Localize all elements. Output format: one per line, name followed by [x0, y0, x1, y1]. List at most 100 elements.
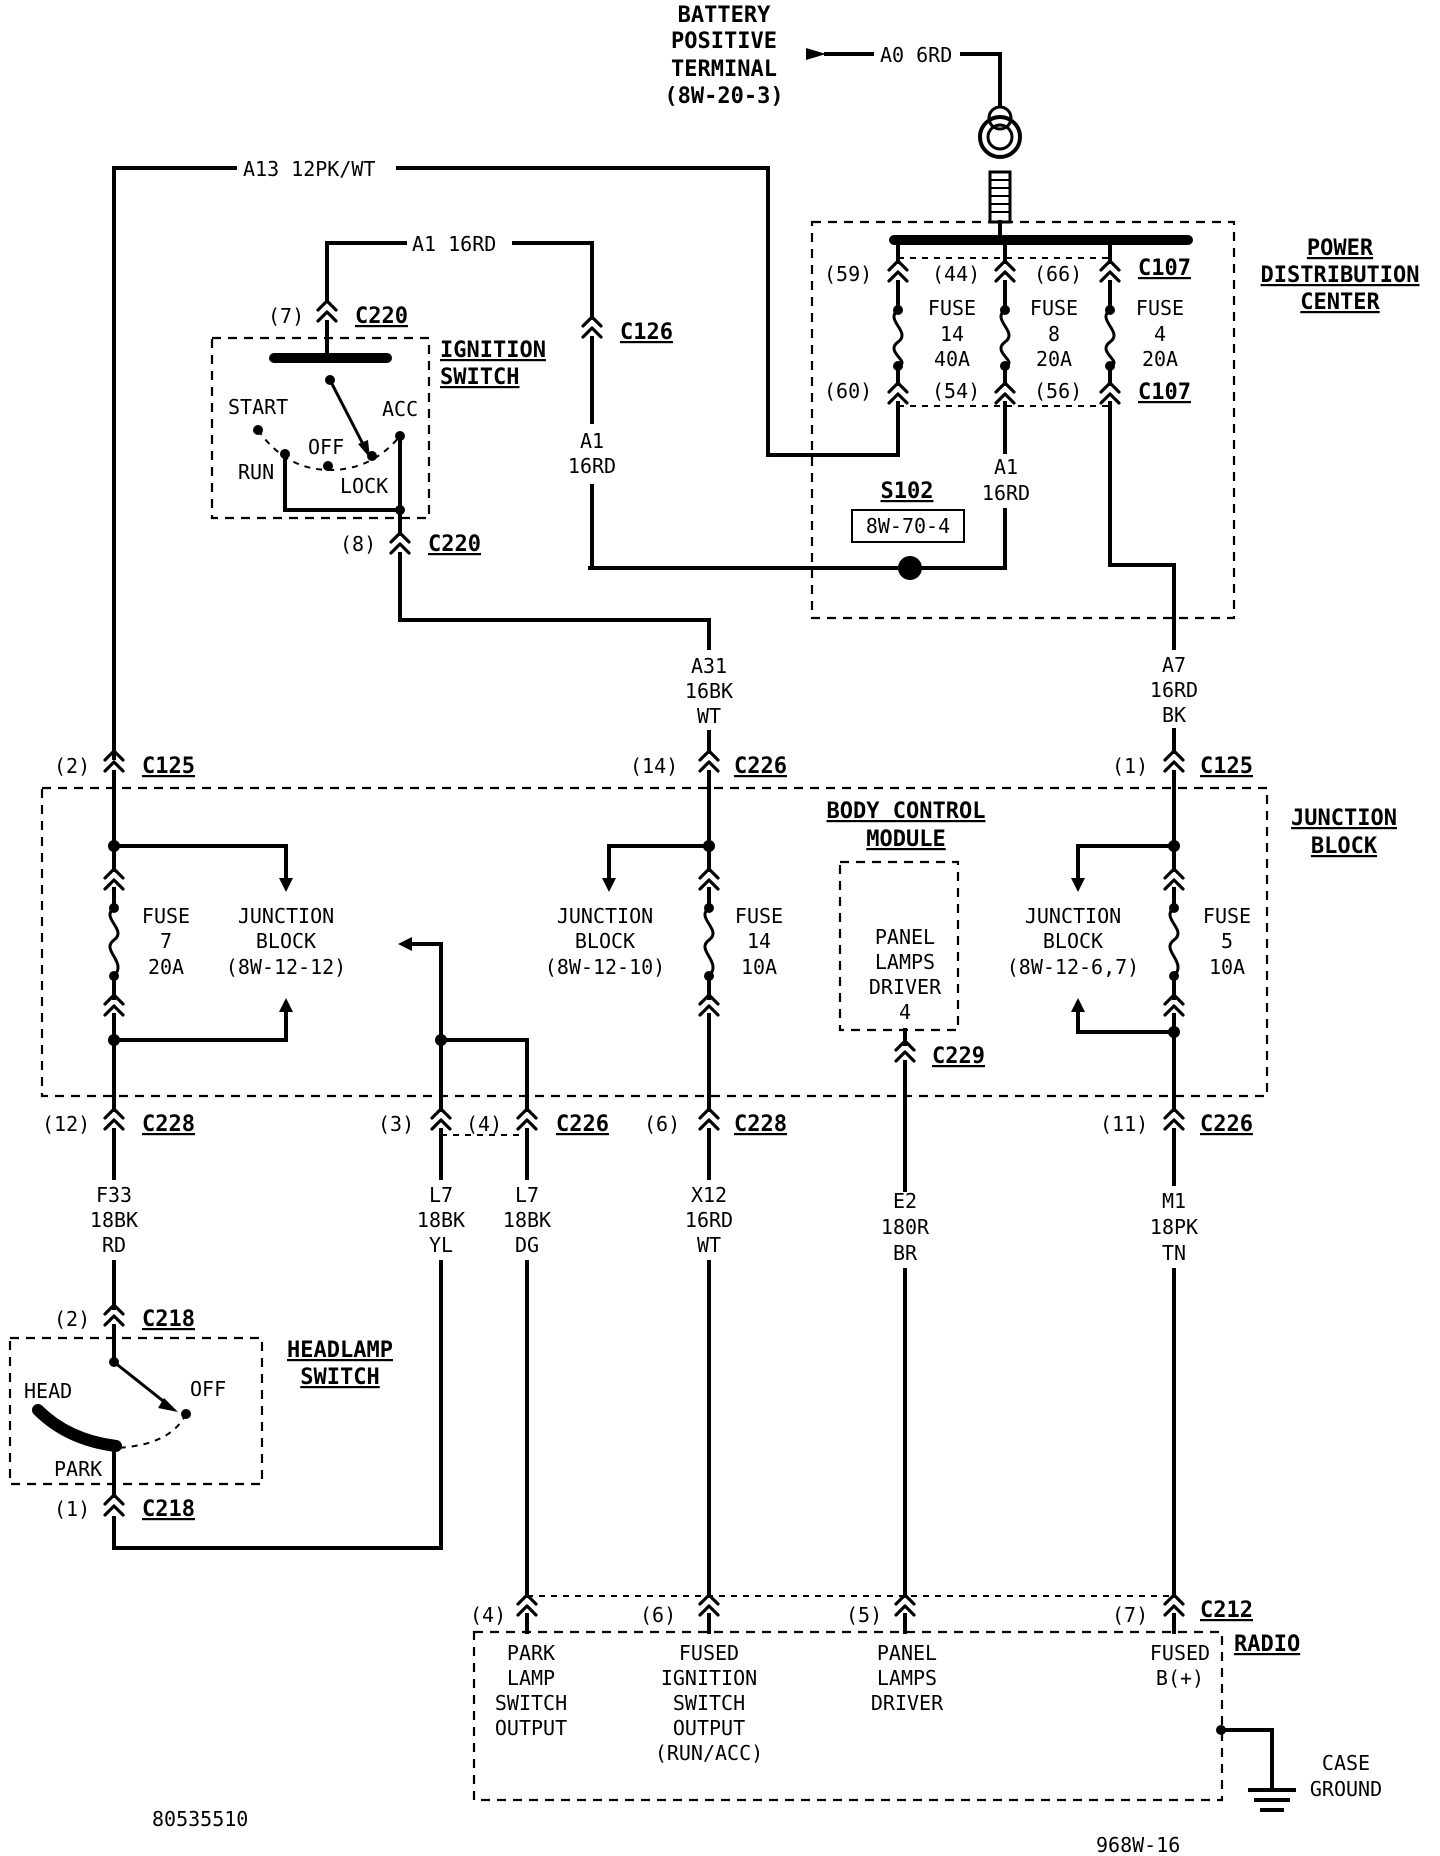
c226-mid-pin: (14)	[630, 754, 678, 778]
ignition-pos-run: RUN	[238, 460, 274, 484]
c126-label: C126	[620, 320, 673, 345]
c125-right-label: C125	[1200, 754, 1253, 779]
case-ground-line1: CASE	[1322, 1751, 1370, 1775]
radio-pin6-line3: SWITCH	[673, 1691, 745, 1715]
c228-mid-label: C228	[734, 1112, 787, 1137]
wire-l7dg-1: L7	[515, 1183, 539, 1207]
jb-l7-split	[398, 937, 529, 1112]
wire-a31-1: A31	[691, 654, 727, 678]
jb-ref1-line2: BLOCK	[256, 929, 316, 953]
wire-e2-1: E2	[893, 1189, 917, 1213]
jb-fuse7-label-3: 20A	[148, 955, 184, 979]
c226-right-label: C226	[1200, 1112, 1253, 1137]
pdc-title-line3: CENTER	[1300, 290, 1380, 315]
jb-ref2-line3: (8W-12-10)	[545, 955, 665, 979]
wire-l7yl-1: L7	[429, 1183, 453, 1207]
c220-bottom-label: C220	[428, 532, 481, 557]
power-distribution-center: POWER DISTRIBUTION CENTER (59) (60) FUSE…	[588, 220, 1420, 620]
pdc-title-line1: POWER	[1307, 236, 1374, 261]
wire-a13: A13 12PK/WT	[243, 157, 375, 181]
c226-mid-label: C226	[734, 754, 787, 779]
ignition-title-line1: IGNITION	[440, 338, 546, 363]
jb-ref3-line2: BLOCK	[1043, 929, 1103, 953]
radio-pin7-line2: B(+)	[1156, 1666, 1204, 1690]
footer-right-code: 968W-16	[1096, 1833, 1180, 1856]
bcm-driver-line2: LAMPS	[875, 950, 935, 974]
wire-a1-top: A1 16RD	[412, 232, 496, 256]
jb-fuse14-label-3: 10A	[741, 955, 777, 979]
jb-fuse7-label-1: FUSE	[142, 904, 190, 928]
pdc-pin-60: (60)	[824, 379, 872, 403]
ignition-pos-start: START	[228, 395, 288, 419]
c228-left-label: C228	[142, 1112, 195, 1137]
jb-fuse7-label-2: 7	[160, 929, 172, 953]
pdc-fuse8-label-3: 20A	[1036, 347, 1072, 371]
pdc-fuse-8: (44) (54) FUSE 8 20A	[932, 238, 1078, 454]
junction-block: JUNCTION BLOCK (2) C125 (14) C226 (1) C1…	[40, 749, 1397, 1192]
ignition-pos-lock: LOCK	[340, 474, 388, 498]
jb-fuse-7: FUSE 7 20A JUNCTION BLOCK (8W-12-12)	[103, 770, 346, 1112]
footer-left-code: 80535510	[152, 1807, 248, 1831]
c226-right-pin: (11)	[1100, 1112, 1148, 1136]
wire-f33-2: 18BK	[90, 1208, 138, 1232]
battery-label-line3: TERMINAL	[671, 57, 777, 82]
wire-a7-3: BK	[1162, 703, 1186, 727]
lower-wires: F33 18BK RD L7 18BK YL L7 18BK DG X12 16…	[90, 1128, 1198, 1598]
wire-m1-1: M1	[1162, 1189, 1186, 1213]
jb-fuse-14: FUSE 14 10A JUNCTION BLOCK (8W-12-10)	[545, 770, 783, 1112]
jb-fuse5-label-1: FUSE	[1203, 904, 1251, 928]
headlamp-switch: (2) C218 HEADLAMP SWITCH HEAD OFF PARK (…	[8, 1303, 393, 1522]
radio-pin6-line5: (RUN/ACC)	[655, 1741, 763, 1765]
radio-pin6-line4: OUTPUT	[673, 1716, 745, 1740]
case-ground-line2: GROUND	[1310, 1777, 1382, 1801]
bcm-driver-line3: DRIVER	[869, 975, 942, 999]
jb-fuse5-label-2: 5	[1221, 929, 1233, 953]
jb-fuse-5: FUSE 5 10A JUNCTION BLOCK (8W-12-6,7)	[1007, 770, 1251, 1112]
battery-label-line1: BATTERY	[678, 3, 771, 28]
c228-mid-pin: (6)	[644, 1112, 680, 1136]
wire-x12-2: 16RD	[685, 1208, 733, 1232]
wire-a31-3: WT	[697, 704, 721, 728]
wire-f33-3: RD	[102, 1233, 126, 1257]
c218-bottom-pin: (1)	[54, 1497, 90, 1521]
ignition-title-line2: SWITCH	[440, 365, 519, 390]
radio-pin6-line1: FUSED	[679, 1641, 739, 1665]
wire-m1-2: 18PK	[1150, 1215, 1198, 1239]
pdc-pin-66: (66)	[1034, 262, 1082, 286]
ignition-pos-off: OFF	[308, 435, 344, 459]
body-control-module: BODY CONTROL MODULE PANEL LAMPS DRIVER 4…	[827, 799, 985, 1192]
wire-a1-right-1: A1	[994, 455, 1018, 479]
wire-e2-3: BR	[893, 1241, 918, 1265]
pdc-title-line2: DISTRIBUTION	[1261, 263, 1420, 288]
radio-pin6-line2: IGNITION	[661, 1666, 757, 1690]
headlamp-pos-head: HEAD	[24, 1379, 72, 1403]
pdc-fuse14-label-1: FUSE	[928, 296, 976, 320]
ignition-switch: A1 16RD (7) C220 IGNITION SWITCH START A…	[210, 232, 711, 650]
wire-m1-3: TN	[1162, 1241, 1186, 1265]
radio-pin4-line3: SWITCH	[495, 1691, 567, 1715]
battery-label-line4: (8W-20-3)	[664, 84, 783, 109]
c226-l7-pin-b: (4)	[466, 1112, 502, 1136]
bcm-driver-line1: PANEL	[875, 925, 935, 949]
s102-ref: 8W-70-4	[866, 514, 950, 538]
jb-fuse5-label-3: 10A	[1209, 955, 1245, 979]
c107-bottom-label: C107	[1138, 380, 1191, 405]
pdc-fuse14-label-2: 14	[940, 322, 964, 346]
wire-a0: A0 6RD	[880, 43, 952, 67]
wire-l7yl-3: YL	[429, 1233, 453, 1257]
pdc-pin-54: (54)	[932, 379, 980, 403]
pdc-fuse4-label-3: 20A	[1142, 347, 1178, 371]
jb-title-line2: BLOCK	[1311, 834, 1378, 859]
wire-a1-left-2: 16RD	[568, 454, 616, 478]
wire-e2-2: 180R	[881, 1215, 930, 1239]
headlamp-contact-arc	[32, 1404, 122, 1452]
radio-pin5-line3: DRIVER	[871, 1691, 944, 1715]
wire-f33-1: F33	[96, 1183, 132, 1207]
wire-a1-left-1: A1	[580, 429, 604, 453]
bcm-driver-line4: 4	[899, 1000, 911, 1024]
pdc-fuse8-label-1: FUSE	[1030, 296, 1078, 320]
case-ground-icon	[1216, 1725, 1296, 1812]
c229-label: C229	[932, 1044, 985, 1069]
wire-a1-right-2: 16RD	[982, 481, 1030, 505]
c125-left-pin: (2)	[54, 754, 90, 778]
